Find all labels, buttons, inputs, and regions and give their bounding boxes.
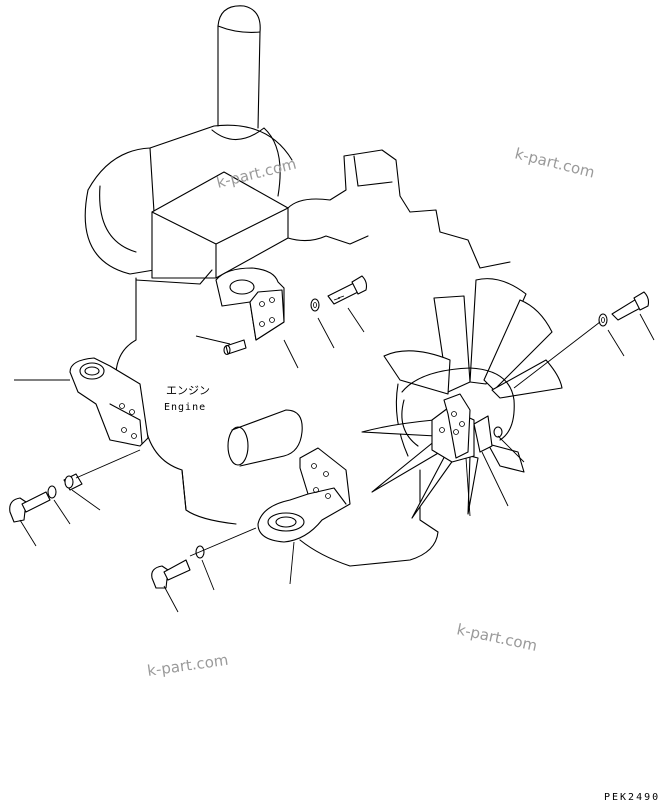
washer-upper	[310, 298, 320, 312]
leader-lines	[14, 307, 655, 613]
spacer-lower-left	[63, 473, 83, 491]
engine-label-jp: エンジン	[166, 384, 210, 397]
washer-right	[598, 313, 608, 327]
washer-lower-left	[47, 485, 57, 499]
front-left-mount-bracket	[69, 357, 149, 447]
cooling-fan	[361, 278, 563, 519]
bolt-lower-left	[9, 491, 51, 523]
engine-body	[84, 5, 511, 567]
watermark-right: k-part.com	[513, 144, 597, 181]
bolt-right	[611, 291, 650, 321]
watermark-bottom-left: k-part.com	[146, 651, 229, 680]
bolt-upper	[327, 275, 368, 305]
watermark-bottom-right: k-part.com	[455, 620, 539, 655]
engine-label-en: Engine	[164, 402, 206, 413]
front-right-mount-bracket	[257, 447, 351, 543]
watermark-top: k-part.com	[215, 155, 299, 192]
drawing-code: PEK2490	[604, 792, 660, 803]
bolt-lower-mid	[151, 559, 191, 589]
